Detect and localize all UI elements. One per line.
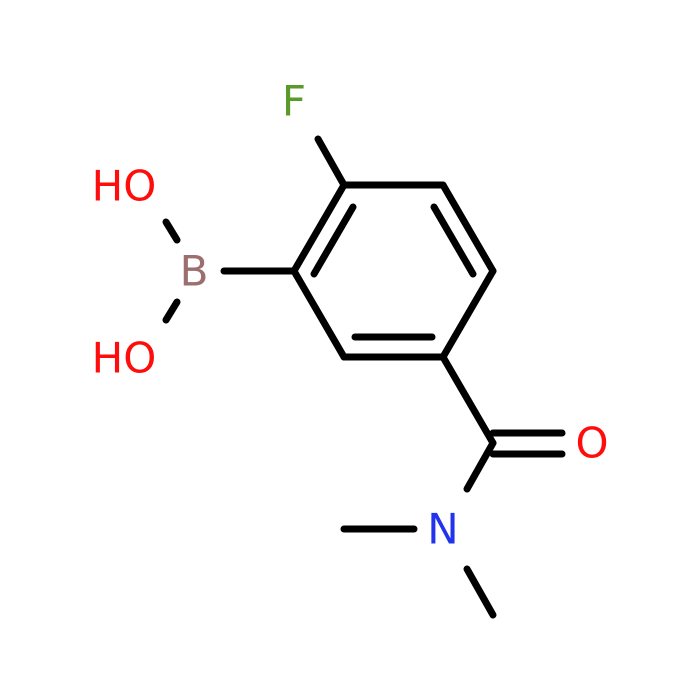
bond-b-o-lower xyxy=(162,298,181,324)
atom-oh-upper-label: HO xyxy=(92,162,157,211)
aromatic-inner-bond-2 xyxy=(430,203,477,278)
atom-n-label: N xyxy=(427,505,458,554)
bond-c6-c1 xyxy=(290,181,348,275)
bond-b-o-upper xyxy=(162,218,181,244)
atom-oh-lower-label: HO xyxy=(92,334,157,383)
bond-c-f xyxy=(314,135,348,189)
atom-b-label: B xyxy=(180,247,209,296)
bond-carbonyl-n xyxy=(463,439,497,493)
bond-n-methyl-right xyxy=(463,565,497,619)
aromatic-inner-bond-1 xyxy=(310,203,357,278)
bond-c5-c6 xyxy=(290,267,348,361)
bond-c2-c3 xyxy=(439,181,497,275)
bond-c3-c4 xyxy=(439,267,497,361)
atom-f-label: F xyxy=(282,77,306,126)
bond-ring-carbonyl xyxy=(439,353,497,447)
benzene-ring xyxy=(290,181,497,361)
atom-o-label: O xyxy=(575,419,608,468)
